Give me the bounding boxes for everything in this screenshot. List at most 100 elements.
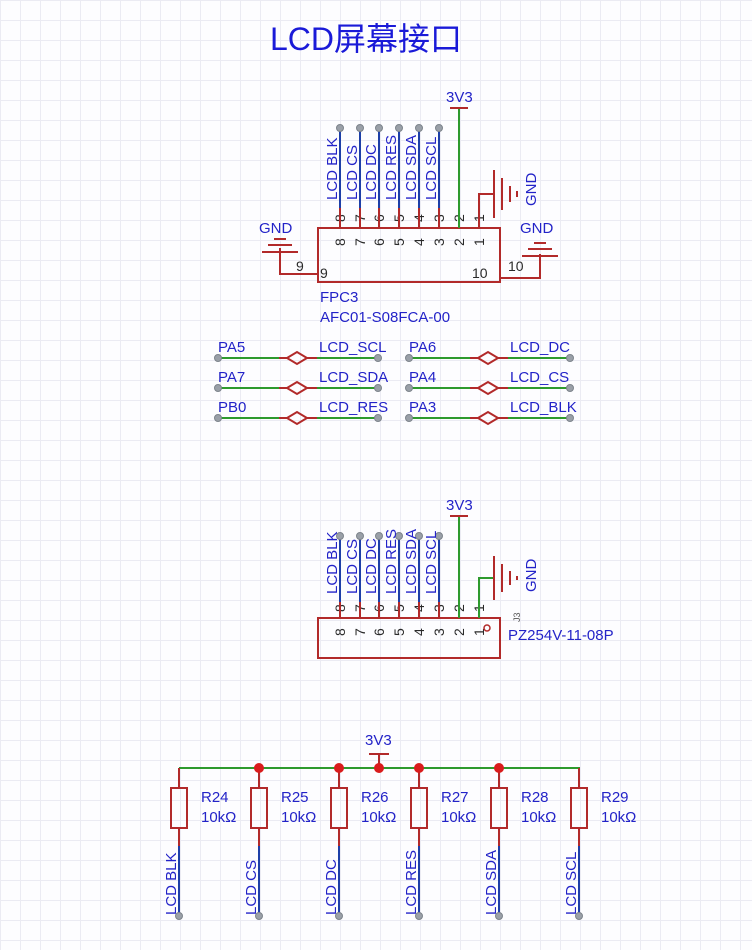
- net-endpoint[interactable]: [336, 532, 344, 540]
- diamond-port-icon: [476, 350, 500, 366]
- net-endpoint[interactable]: [175, 912, 183, 920]
- fpc3-pin9-inner: 9: [320, 265, 328, 281]
- net-label: LCD CS: [344, 145, 361, 200]
- net-endpoint[interactable]: [495, 912, 503, 920]
- net-endpoint[interactable]: [356, 124, 364, 132]
- net-endpoint[interactable]: [395, 532, 403, 540]
- resistor-value: 10kΩ: [601, 809, 636, 826]
- fpc3-right-gnd-wire: [500, 254, 541, 279]
- net-endpoint[interactable]: [374, 414, 382, 422]
- net-endpoint[interactable]: [435, 532, 443, 540]
- mcu-endpoint[interactable]: [405, 414, 413, 422]
- net-mapping: PB0 LCD_RES: [214, 399, 388, 426]
- resistor-value: 10kΩ: [281, 809, 316, 826]
- pin-number-inner: 5: [391, 628, 407, 636]
- resistor-ref: R24: [201, 789, 229, 806]
- resistor-ref: R28: [521, 789, 549, 806]
- net-endpoint[interactable]: [374, 354, 382, 362]
- pin-number-inner: 2: [451, 628, 467, 636]
- pin1-marker: [483, 624, 491, 632]
- net-endpoint[interactable]: [255, 912, 263, 920]
- resistor-body: [330, 787, 348, 829]
- net-endpoint[interactable]: [375, 124, 383, 132]
- net-label: LCD BLK: [324, 531, 341, 594]
- net-endpoint[interactable]: [415, 912, 423, 920]
- pin-number-inner: 3: [431, 628, 447, 636]
- net-endpoint[interactable]: [335, 912, 343, 920]
- mcu-endpoint[interactable]: [214, 384, 222, 392]
- diamond-port-icon: [285, 410, 309, 426]
- mcu-pin-label: PA5: [218, 339, 245, 356]
- net-endpoint[interactable]: [415, 124, 423, 132]
- bus-3v3-label: 3V3: [365, 732, 392, 749]
- fpc3-designator: FPC3: [320, 289, 358, 306]
- junction-dot: [374, 763, 384, 773]
- pin-number-inner: 8: [332, 238, 348, 246]
- resistor-body: [170, 787, 188, 829]
- net-endpoint[interactable]: [356, 532, 364, 540]
- net-endpoint[interactable]: [374, 384, 382, 392]
- net-endpoint[interactable]: [566, 414, 574, 422]
- net-mapping: PA7 LCD_SDA: [214, 369, 388, 396]
- resistor-body: [410, 787, 428, 829]
- net-label: LCD SDA: [483, 850, 500, 915]
- net-mapping: PA5 LCD_SCL: [214, 339, 387, 366]
- net-label: LCD SCL: [423, 137, 440, 200]
- j3-gnd-label: GND: [523, 559, 540, 593]
- fpc3-gnd-label: GND: [523, 173, 540, 207]
- pin-number-inner: 3: [431, 238, 447, 246]
- fpc3-body: [317, 227, 501, 283]
- j3-3v3-label: 3V3: [446, 497, 473, 514]
- net-label: LCD RES: [403, 850, 420, 915]
- net-label: LCD_SDA: [319, 369, 388, 386]
- net-label: LCD SCL: [423, 531, 440, 594]
- net-label: LCD SDA: [403, 135, 420, 200]
- diamond-port-icon: [285, 350, 309, 366]
- mcu-pin-label: PB0: [218, 399, 246, 416]
- resistor-body: [250, 787, 268, 829]
- net-endpoint[interactable]: [395, 124, 403, 132]
- j3-body: [317, 617, 501, 659]
- net-endpoint[interactable]: [575, 912, 583, 920]
- net-endpoint[interactable]: [415, 532, 423, 540]
- mcu-pin-label: PA6: [409, 339, 436, 356]
- pin-number-inner: 5: [391, 238, 407, 246]
- fpc3-gnd-symbol: [493, 170, 518, 218]
- pin-number-inner: 7: [352, 628, 368, 636]
- pin-number-inner: 8: [332, 628, 348, 636]
- resistor-value: 10kΩ: [361, 809, 396, 826]
- net-label: LCD_CS: [510, 369, 569, 386]
- fpc3-pin10-outer: 10: [508, 258, 524, 274]
- net-label: LCD SCL: [563, 852, 580, 915]
- net-endpoint[interactable]: [566, 384, 574, 392]
- junction-dot: [334, 763, 344, 773]
- fpc3-3v3-label: 3V3: [446, 89, 473, 106]
- net-label: LCD RES: [383, 529, 400, 594]
- mcu-endpoint[interactable]: [214, 414, 222, 422]
- j3-designator: J3: [512, 612, 522, 622]
- pin-number-inner: 7: [352, 238, 368, 246]
- net-endpoint[interactable]: [375, 532, 383, 540]
- fpc3-pin9-outer: 9: [296, 258, 304, 274]
- gnd-left-symbol: [262, 238, 298, 253]
- diamond-port-icon: [285, 380, 309, 396]
- junction-dot: [414, 763, 424, 773]
- net-label: LCD_RES: [319, 399, 388, 416]
- mcu-endpoint[interactable]: [405, 354, 413, 362]
- resistor-body: [490, 787, 508, 829]
- net-label: LCD_SCL: [319, 339, 387, 356]
- net-endpoint[interactable]: [435, 124, 443, 132]
- mcu-endpoint[interactable]: [214, 354, 222, 362]
- gnd-left-label: GND: [259, 220, 293, 237]
- mcu-pin-label: PA7: [218, 369, 245, 386]
- net-endpoint[interactable]: [566, 354, 574, 362]
- net-endpoint[interactable]: [336, 124, 344, 132]
- net-label: LCD_BLK: [510, 399, 577, 416]
- mcu-endpoint[interactable]: [405, 384, 413, 392]
- net-label: LCD BLK: [324, 137, 341, 200]
